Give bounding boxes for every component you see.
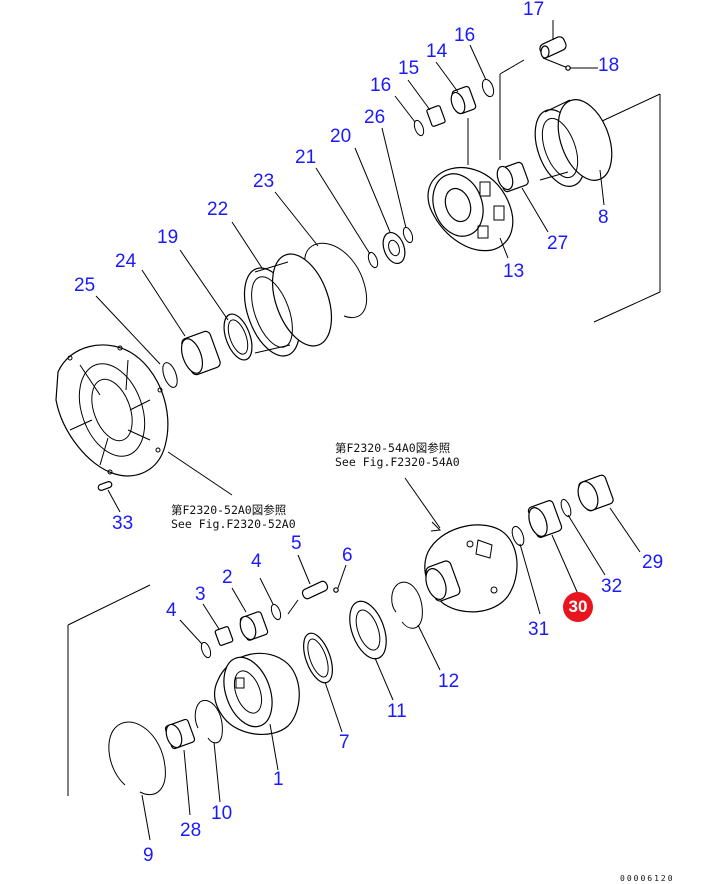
callout-2: 2: [222, 567, 233, 588]
reference-upper-ja: 第F2320-54A0図参照: [335, 441, 451, 455]
housing-large: [55, 344, 233, 513]
upper-frame-lines: [593, 93, 661, 323]
part-12-snap-ring: [391, 581, 441, 671]
callout-4-lower: 4: [166, 600, 177, 621]
callout-17: 17: [523, 0, 545, 20]
part-15-bearing: [407, 79, 446, 127]
part-16-upper-ring: [469, 44, 495, 98]
callout-18: 18: [598, 55, 620, 76]
part-19-ring: [179, 249, 253, 361]
callout-32: 32: [601, 576, 623, 597]
callout-8: 8: [598, 207, 609, 228]
reference-lower: 第F2320-52A0図参照 See Fig.F2320-52A0: [171, 503, 296, 531]
callout-7: 7: [339, 732, 350, 753]
part-30-bearing: [527, 500, 579, 595]
reference-lower-en: See Fig.F2320-52A0: [171, 517, 296, 531]
part-25-snap-ring: [95, 295, 178, 388]
callout-12: 12: [438, 671, 460, 692]
callout-9: 9: [143, 845, 154, 866]
part-2-bearing: [231, 587, 269, 641]
part-5-pin: [287, 554, 347, 615]
callout-13: 13: [503, 261, 525, 282]
part-17-pin: [499, 20, 598, 160]
callout-31: 31: [528, 619, 550, 640]
part-14-bearing: [435, 61, 477, 115]
part-4-upper-ring: [259, 577, 282, 621]
callout-5: 5: [291, 533, 302, 554]
part-16-lower-ring: [394, 95, 425, 137]
reference-upper-en: See Fig.F2320-54A0: [335, 455, 460, 469]
reference-lower-ja: 第F2320-52A0図参照: [171, 503, 287, 517]
callout-4-upper: 4: [251, 551, 262, 572]
callout-27: 27: [547, 233, 569, 254]
part-11-gear: [349, 600, 394, 701]
callout-10: 10: [211, 803, 233, 824]
callout-21: 21: [295, 147, 317, 168]
part-9-large-ring: [108, 721, 166, 841]
callout-28: 28: [180, 820, 202, 841]
part-29-bearing: [577, 474, 641, 553]
callout-14: 14: [426, 41, 448, 62]
callout-19: 19: [157, 227, 179, 248]
part-32-snap-ring: [560, 498, 606, 576]
callout-22: 22: [207, 199, 229, 220]
part-28-bearing: [164, 718, 196, 816]
callout-30-highlighted[interactable]: 30: [563, 592, 593, 622]
part-24-gear: [141, 269, 221, 376]
lower-carrier: [404, 477, 518, 613]
callout-25: 25: [74, 275, 96, 296]
callout-29: 29: [642, 552, 664, 573]
part-7-ring: [303, 632, 343, 733]
part-20-gear: [354, 147, 406, 265]
callout-16-lower: 16: [370, 75, 392, 96]
part-10-snap-ring: [194, 699, 223, 803]
part-27-bearing: [496, 161, 549, 233]
lower-frame-lines: [67, 584, 151, 796]
part-4-lower-ring: [179, 619, 212, 659]
callout-15: 15: [398, 58, 420, 79]
callout-16-upper: 16: [454, 25, 476, 46]
part-22-ring-gear: [231, 221, 333, 357]
part-31-snap-ring: [511, 525, 541, 615]
part-26-snap-ring: [381, 127, 414, 244]
callout-23: 23: [253, 171, 275, 192]
part-21-snap-ring: [315, 167, 379, 269]
callout-33: 33: [112, 513, 134, 534]
part-1-carrier: [214, 652, 300, 771]
callout-26: 26: [364, 107, 386, 128]
callout-6: 6: [342, 545, 353, 566]
callout-20: 20: [330, 126, 352, 147]
callout-24: 24: [115, 251, 137, 272]
part-3-bearing: [202, 603, 234, 646]
part-8-ring-gear: [534, 99, 613, 206]
callout-11: 11: [387, 701, 407, 722]
document-number: 00006120: [620, 874, 675, 883]
reference-upper: 第F2320-54A0図参照 See Fig.F2320-54A0: [335, 441, 460, 469]
part-13-carrier: [427, 118, 514, 259]
callout-1: 1: [273, 769, 284, 790]
callout-3: 3: [195, 584, 206, 605]
